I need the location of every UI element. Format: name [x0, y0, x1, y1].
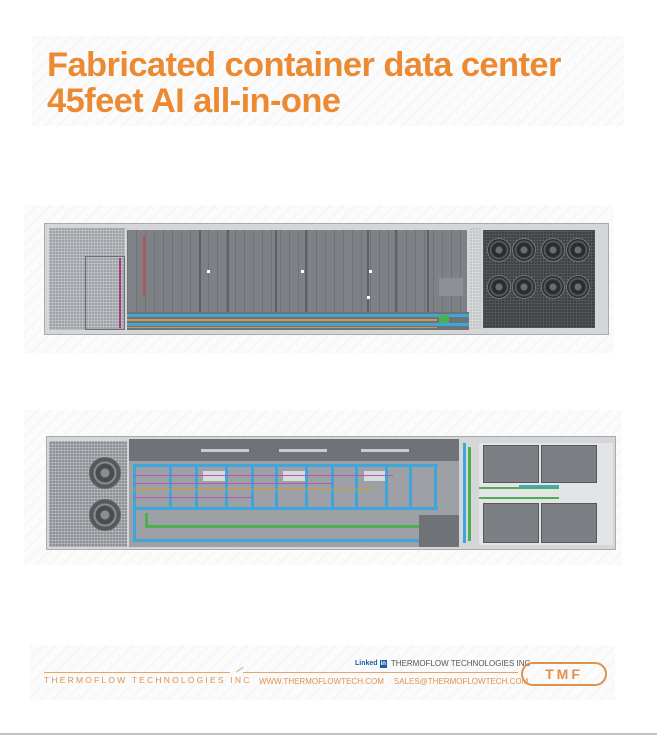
contact-links: WWW.THERMOFLOWTECH.COM SALES@THERMOFLOWTE… — [259, 677, 528, 686]
company-name: THERMOFLOW TECHNOLOGIES INC — [44, 675, 252, 685]
container-outline — [44, 223, 609, 335]
email-link[interactable]: SALES@THERMOFLOWTECH.COM — [393, 677, 529, 686]
fan-icon — [89, 457, 121, 489]
rack-bay-area — [129, 439, 459, 547]
module — [483, 503, 539, 543]
linkedin-in-icon: in — [379, 659, 387, 668]
fan-icon — [487, 275, 511, 299]
page-title-line-2: 45feet AI all-in-one — [47, 82, 341, 120]
fan-icon — [512, 238, 536, 262]
fan-icon — [541, 238, 565, 262]
fan-icon — [566, 275, 590, 299]
fan-icon — [512, 275, 536, 299]
fan-icon — [89, 499, 121, 531]
bottom-divider — [0, 733, 657, 735]
condenser-unit — [49, 441, 127, 547]
piping-tray — [127, 312, 472, 330]
top-view-diagram — [24, 205, 614, 353]
module — [541, 503, 597, 543]
website-link[interactable]: WWW.THERMOFLOWTECH.COM — [259, 677, 384, 686]
container-outline — [46, 436, 616, 550]
title-block: Fabricated container data center 45feet … — [32, 36, 624, 126]
page-title-line-1: Fabricated container data center — [47, 46, 561, 84]
fan-icon — [541, 275, 565, 299]
cooling-unit — [49, 228, 125, 330]
fan-icon — [566, 238, 590, 262]
module — [541, 445, 597, 483]
fan-icon — [487, 238, 511, 262]
module-area — [479, 443, 613, 545]
dry-cooler-fan-array — [483, 230, 595, 328]
server-rack-row — [127, 230, 467, 312]
linkedin-company-name: THERMOFLOW TECHNOLOGIES INC — [390, 659, 531, 668]
module — [483, 445, 539, 483]
tmf-logo: TMF — [521, 662, 607, 686]
linkedin-icon: Linked — [355, 660, 378, 667]
piping-layout-diagram — [24, 410, 622, 565]
